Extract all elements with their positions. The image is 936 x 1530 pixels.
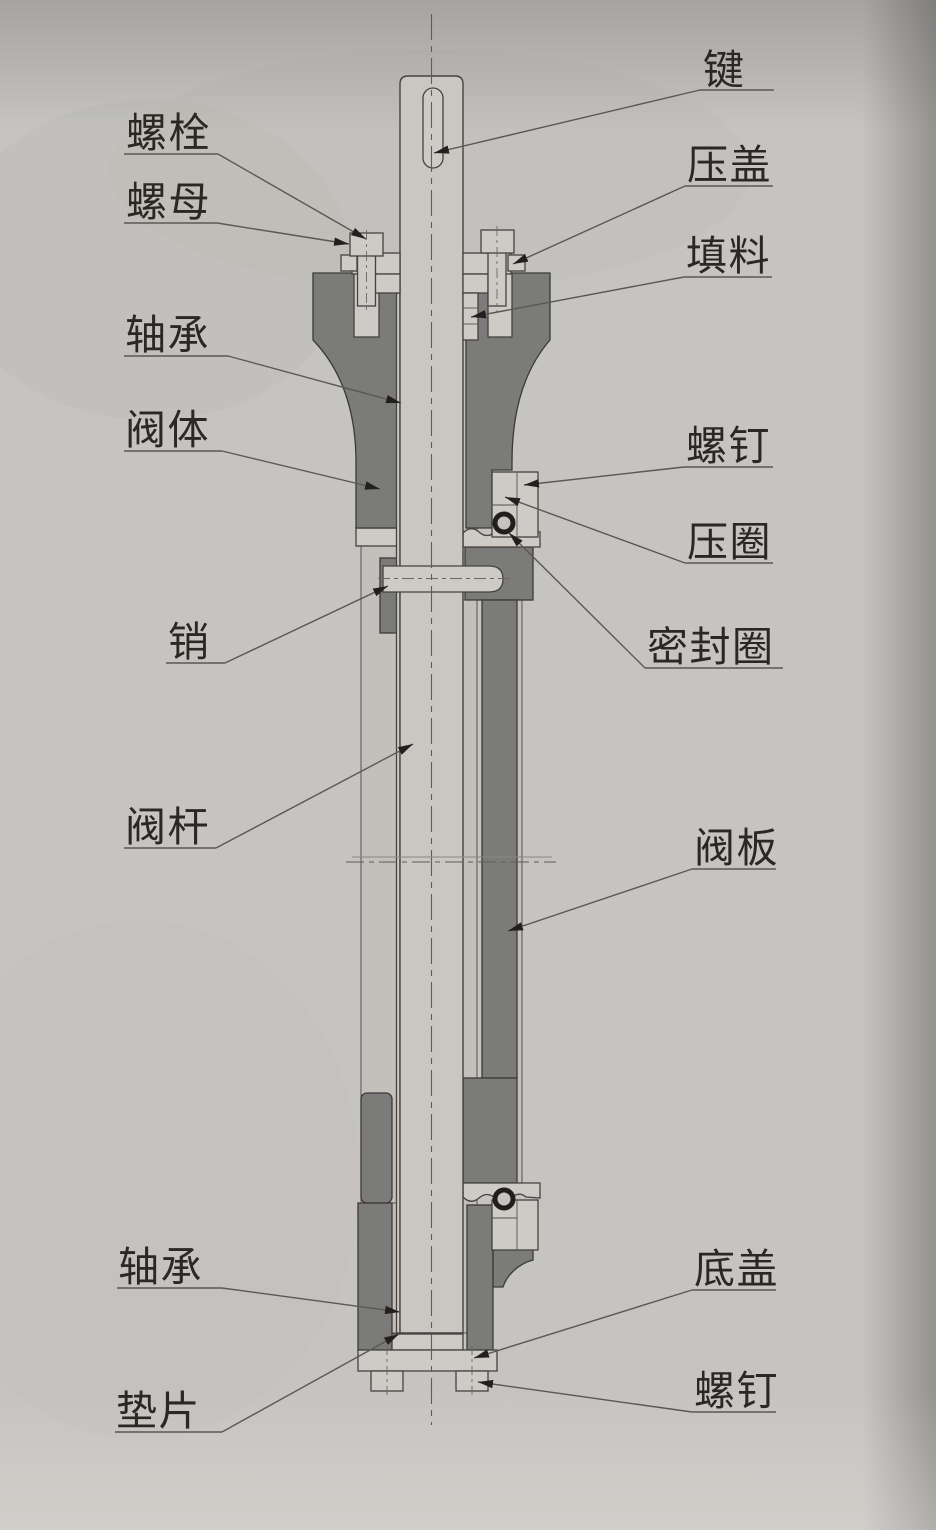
leader-bolt <box>217 153 367 240</box>
leader-pressure-ring <box>504 496 686 564</box>
label-bearing-top: 轴承 <box>125 312 210 358</box>
gland-right-lower <box>462 273 489 294</box>
leader-pin <box>224 585 389 664</box>
valve-plate-column <box>481 599 518 1079</box>
label-key: 键 <box>703 47 746 93</box>
valve-body-upper-right <box>465 272 551 529</box>
stem-assembly <box>382 75 504 1334</box>
label-pressure-ring: 压圈 <box>687 519 772 565</box>
leader-screw-bottom <box>477 1379 693 1413</box>
nut-side-left <box>340 254 358 272</box>
bottom-cover-plate <box>357 1349 498 1372</box>
leader-packing <box>470 276 685 319</box>
label-pin: 销 <box>168 619 211 665</box>
paper-vignette-right <box>862 0 936 1530</box>
label-gland-cover: 压盖 <box>687 142 772 188</box>
valve-plate-lower-block <box>462 1077 518 1184</box>
leader-bearing-top <box>227 355 402 404</box>
gland-assembly <box>340 229 526 341</box>
seat-left <box>355 527 401 547</box>
label-seal-ring: 密封圈 <box>647 624 775 670</box>
valve-body-lower-right <box>466 1204 494 1351</box>
centerlines <box>346 14 556 1425</box>
label-bottom-cover: 底盖 <box>694 1246 779 1292</box>
valve-body-lower-right-arm <box>492 1247 534 1288</box>
leader-valve-plate <box>507 868 693 932</box>
gland-left-lower <box>374 273 401 294</box>
leader-bearing-bottom <box>221 1287 401 1315</box>
seal-ring-bottom <box>492 1187 516 1211</box>
bolt-nut-right <box>480 229 515 254</box>
leader-bottom-cover <box>473 1289 693 1359</box>
label-gasket: 垫片 <box>116 1388 201 1434</box>
paper-shading <box>0 920 360 1440</box>
outer-line-right <box>516 544 523 1191</box>
label-bolt: 螺栓 <box>126 110 211 156</box>
label-valve-stem: 阀杆 <box>125 804 210 850</box>
label-underlines <box>115 89 783 1433</box>
valve-stem-shape <box>399 75 464 1334</box>
label-screw-bottom: 螺钉 <box>694 1368 779 1414</box>
label-packing: 填料 <box>686 233 771 279</box>
label-screw-right: 螺钉 <box>686 423 771 469</box>
label-valve-body: 阀体 <box>125 407 210 453</box>
leader-valve-stem <box>215 743 414 849</box>
seal-ring-top <box>492 511 516 535</box>
leader-nut <box>216 222 350 246</box>
paper-vignette-bottom <box>0 1390 936 1530</box>
hub-block-left-bottom <box>360 1092 393 1204</box>
label-nut: 螺母 <box>126 179 211 225</box>
leader-valve-body <box>221 450 381 490</box>
paper-vignette-top <box>0 0 936 130</box>
leader-key <box>433 89 701 154</box>
labels: 螺栓 螺母 轴承 阀体 销 阀杆 轴承 垫片 键 压盖 填料 螺钉 压圈 密封圈… <box>116 47 779 1434</box>
leader-seal-ring <box>508 532 646 669</box>
leader-gland-cover <box>512 185 686 265</box>
leader-lines <box>215 89 701 1433</box>
valve-body-sections <box>312 272 551 1351</box>
leader-screw-right <box>523 466 685 488</box>
keyway-slot <box>422 87 444 169</box>
valve-body-lower-left <box>357 1202 393 1351</box>
gasket-shape <box>391 1333 464 1351</box>
leader-gasket <box>221 1333 400 1433</box>
pin-shape <box>382 565 504 593</box>
label-bearing-bottom: 轴承 <box>118 1244 203 1290</box>
label-valve-plate: 阀板 <box>694 825 779 871</box>
